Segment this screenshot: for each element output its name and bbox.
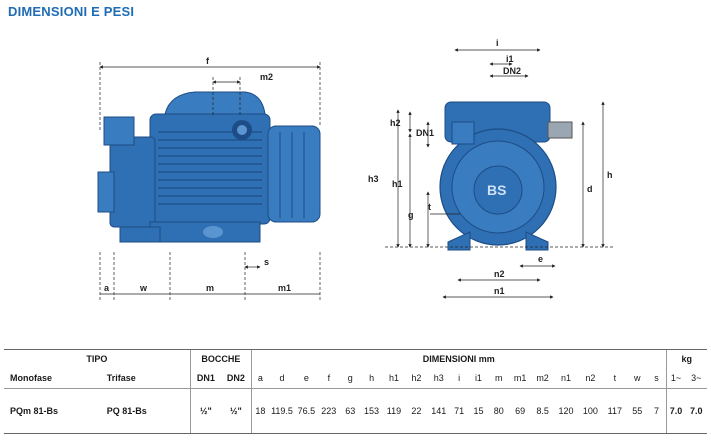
dim-h1-label: h1 — [392, 179, 403, 189]
cell-dim: 55 — [627, 388, 648, 434]
dim-s-label: s — [264, 257, 269, 267]
table-row: PQm 81-Bs PQ 81-Bs ½" ½" 18 119.5 76.5 2… — [4, 388, 707, 434]
dim-a-label: a — [104, 283, 110, 293]
dim-n1-label: n1 — [494, 286, 505, 296]
col-dim: d — [279, 373, 285, 383]
column-headers-row: Monofase Trifase DN1 DN2 a d e f g h h1 … — [4, 368, 707, 389]
dim-m1-label: m1 — [278, 283, 291, 293]
col-dim: g — [347, 373, 353, 383]
header-tipo: TIPO — [4, 349, 191, 368]
cell-dim: 117 — [602, 388, 628, 434]
col-dim: m1 — [513, 373, 527, 383]
front-view-dimensions — [385, 48, 615, 299]
header-dimensioni: DIMENSIONI mm — [250, 349, 667, 368]
dim-g-label: g — [408, 210, 414, 220]
dim-e-label: e — [538, 254, 543, 264]
col-dim: h3 — [433, 373, 444, 383]
col-dim: i — [458, 373, 461, 383]
col-dim: n1 — [560, 373, 571, 383]
cell-dim: 80 — [488, 388, 509, 434]
col-dim: h — [369, 373, 375, 383]
cell-kg: 7.0 — [685, 388, 707, 434]
col-dim: n2 — [585, 373, 596, 383]
col-dim: f — [327, 373, 331, 383]
dim-h3-label: h3 — [368, 174, 379, 184]
dim-i-label: i — [496, 38, 499, 48]
col-dim: w — [634, 373, 641, 383]
dim-t-label: t — [428, 202, 431, 212]
col-dim: m2 — [536, 373, 549, 383]
cell-dim: 120 — [553, 388, 579, 434]
dim-f-label: f — [206, 56, 210, 66]
cell-trifase: PQ 81-Bs — [100, 388, 191, 434]
col-monofase: Monofase — [10, 373, 53, 383]
cell-dim: 71 — [449, 388, 469, 434]
dim-w-label: w — [139, 283, 148, 293]
header-bocche: BOCCHE — [189, 349, 252, 368]
cell-dim: 119 — [382, 388, 406, 434]
cell-dn1: ½" — [189, 388, 221, 434]
col-dim: i1 — [474, 373, 482, 383]
col-dim: t — [613, 373, 617, 383]
cell-dim: 63 — [340, 388, 361, 434]
dim-i1-label: i1 — [506, 54, 514, 64]
side-view-dimensions — [99, 62, 321, 300]
dim-h-label: h — [607, 170, 613, 180]
cell-dim: 119.5 — [268, 388, 296, 434]
dim-d-label: d — [587, 184, 593, 194]
header-kg: kg — [665, 349, 707, 368]
cell-dim: 7 — [647, 388, 667, 434]
col-trifase: Trifase — [106, 373, 136, 383]
col-dim: a — [250, 368, 269, 389]
front-view-pump: BS — [439, 101, 573, 251]
dim-m2-label: m2 — [260, 72, 273, 82]
cell-dim: 141 — [427, 388, 450, 434]
col-kg: 3~ — [691, 373, 702, 383]
cell-dim: 8.5 — [531, 388, 554, 434]
cell-dim: 76.5 — [295, 388, 318, 434]
cell-dim: 153 — [360, 388, 383, 434]
col-dim: h2 — [411, 373, 422, 383]
dim-m-label: m — [206, 283, 214, 293]
col-dim: m — [495, 373, 503, 383]
page-title: DIMENSIONI E PESI — [8, 4, 135, 19]
cell-monofase: PQm 81-Bs — [4, 388, 101, 434]
cell-dim: 18 — [250, 388, 269, 434]
col-dim: s — [654, 373, 659, 383]
cell-kg: 7.0 — [665, 388, 686, 434]
col-dn1: DN1 — [189, 368, 221, 389]
dimensions-weights-table: TIPO BOCCHE DIMENSIONI mm kg Monofase Tr… — [4, 349, 707, 434]
cell-dim: 100 — [578, 388, 603, 434]
dim-n2-label: n2 — [494, 269, 505, 279]
cell-dim: 22 — [405, 388, 428, 434]
col-dim: h1 — [388, 373, 399, 383]
col-dim: e — [303, 373, 309, 383]
cell-dim: 15 — [468, 388, 489, 434]
dim-dn2-label: DN2 — [503, 66, 521, 76]
cell-dim: 223 — [317, 388, 341, 434]
dim-h2-label: h2 — [390, 118, 401, 128]
dim-dn1-label: DN1 — [416, 128, 434, 138]
side-view-pump — [97, 91, 321, 243]
cell-dim: 69 — [508, 388, 532, 434]
technical-drawings: f m2 s a w m m1 BS i i1 DN2 h2 DN1 h3 — [97, 38, 615, 300]
cell-dn2: ½" — [220, 388, 252, 434]
col-kg: 1~ — [665, 368, 686, 389]
col-dn2: DN2 — [226, 373, 245, 383]
logo-text: BS — [487, 182, 506, 198]
